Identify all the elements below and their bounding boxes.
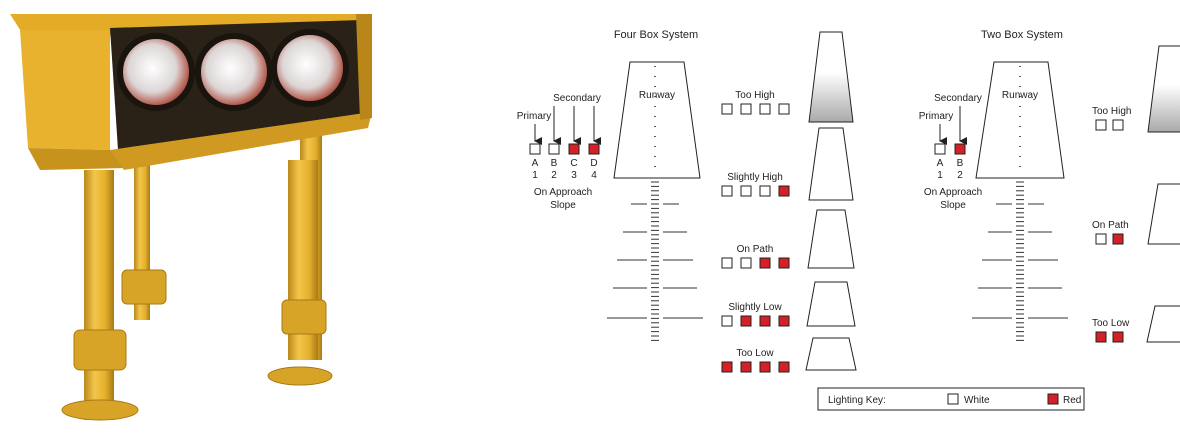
base-right — [268, 367, 332, 385]
two-box-system: Two Box System Runway Primary Secondary … — [919, 29, 1180, 342]
state-light — [760, 316, 770, 326]
key-white-label: White — [964, 395, 990, 406]
indicator-number: 2 — [957, 170, 963, 181]
lighting-key-title: Lighting Key: — [828, 395, 886, 406]
pilot-view-runway — [1148, 184, 1180, 244]
state-light — [760, 186, 770, 196]
pilot-view-runway — [809, 128, 853, 200]
indicator-letter: C — [570, 158, 577, 169]
indicator-number: 4 — [591, 170, 597, 181]
two-box-approach-line1: On Approach — [924, 187, 982, 198]
clamp-left — [74, 330, 126, 370]
state-light — [779, 258, 789, 268]
state-light — [722, 186, 732, 196]
state-label: Too High — [735, 90, 774, 101]
state-light — [760, 104, 770, 114]
indicator-letter: D — [590, 158, 597, 169]
pilot-view-runway — [807, 282, 855, 326]
state-label: Too Low — [736, 348, 774, 359]
papi-unit-photo — [10, 14, 372, 420]
state-light — [722, 258, 732, 268]
indicator-letter: A — [937, 158, 944, 169]
indicator-number: 3 — [571, 170, 577, 181]
pilot-view-runway — [1147, 306, 1180, 342]
lighting-key: Lighting Key: White Red — [818, 388, 1084, 410]
state-light — [1113, 332, 1123, 342]
state-light — [741, 362, 751, 372]
state-label: Slightly High — [727, 172, 783, 183]
clamp-middle — [122, 270, 166, 304]
state-label: On Path — [737, 244, 774, 255]
two-box-runway-label: Runway — [1002, 90, 1038, 101]
four-box-runway-label: Runway — [639, 90, 675, 101]
four-box-title: Four Box System — [614, 29, 698, 41]
two-box-approach-line2: Slope — [940, 200, 966, 211]
pilot-view-runway — [806, 338, 856, 370]
indicator-box-b — [955, 144, 965, 154]
pilot-view-runway — [808, 210, 854, 268]
two-box-runway — [976, 62, 1064, 178]
lamp-left — [120, 36, 192, 108]
state-light — [1113, 234, 1123, 244]
two-box-title: Two Box System — [981, 29, 1063, 41]
four-box-runway — [614, 62, 700, 178]
state-light — [741, 186, 751, 196]
lamp-right — [274, 32, 346, 104]
state-light — [760, 362, 770, 372]
four-box-approach-line2: Slope — [550, 200, 576, 211]
state-label: On Path — [1092, 220, 1129, 231]
state-light — [722, 316, 732, 326]
pilot-view-runway — [1148, 46, 1180, 132]
indicator-letter: A — [532, 158, 539, 169]
indicator-box-a — [530, 144, 540, 154]
indicator-number: 1 — [937, 170, 943, 181]
state-light — [741, 258, 751, 268]
indicator-box-a — [935, 144, 945, 154]
two-box-approach-markings — [972, 182, 1068, 340]
key-red-label: Red — [1063, 395, 1081, 406]
key-red-swatch — [1048, 394, 1058, 404]
state-light — [760, 258, 770, 268]
indicator-box-c — [569, 144, 579, 154]
state-light — [1096, 120, 1106, 130]
two-box-secondary-label: Secondary — [934, 93, 982, 104]
state-light — [1096, 234, 1106, 244]
two-box-primary-label: Primary — [919, 111, 953, 122]
lamp-middle — [198, 36, 270, 108]
indicator-number: 2 — [551, 170, 557, 181]
indicator-letter: B — [957, 158, 964, 169]
state-light — [1113, 120, 1123, 130]
state-label: Too High — [1092, 106, 1131, 117]
indicator-number: 1 — [532, 170, 538, 181]
pilot-view-runway — [809, 32, 853, 122]
state-light — [722, 362, 732, 372]
indicator-box-b — [549, 144, 559, 154]
indicator-letter: B — [551, 158, 558, 169]
four-box-system: Four Box System Runway Primary Secondary… — [517, 29, 856, 372]
four-box-secondary-label: Secondary — [553, 93, 601, 104]
state-light — [779, 362, 789, 372]
state-light — [779, 316, 789, 326]
state-light — [1096, 332, 1106, 342]
clamp-right — [282, 300, 326, 334]
state-light — [779, 186, 789, 196]
state-label: Too Low — [1092, 318, 1130, 329]
state-light — [779, 104, 789, 114]
state-light — [741, 316, 751, 326]
four-box-approach-markings — [607, 182, 703, 340]
state-light — [722, 104, 732, 114]
key-white-swatch — [948, 394, 958, 404]
state-light — [741, 104, 751, 114]
indicator-box-d — [589, 144, 599, 154]
four-box-approach-line1: On Approach — [534, 187, 592, 198]
state-label: Slightly Low — [728, 302, 782, 313]
pole-front-left — [84, 170, 114, 420]
four-box-primary-label: Primary — [517, 111, 551, 122]
base-left — [62, 400, 138, 420]
